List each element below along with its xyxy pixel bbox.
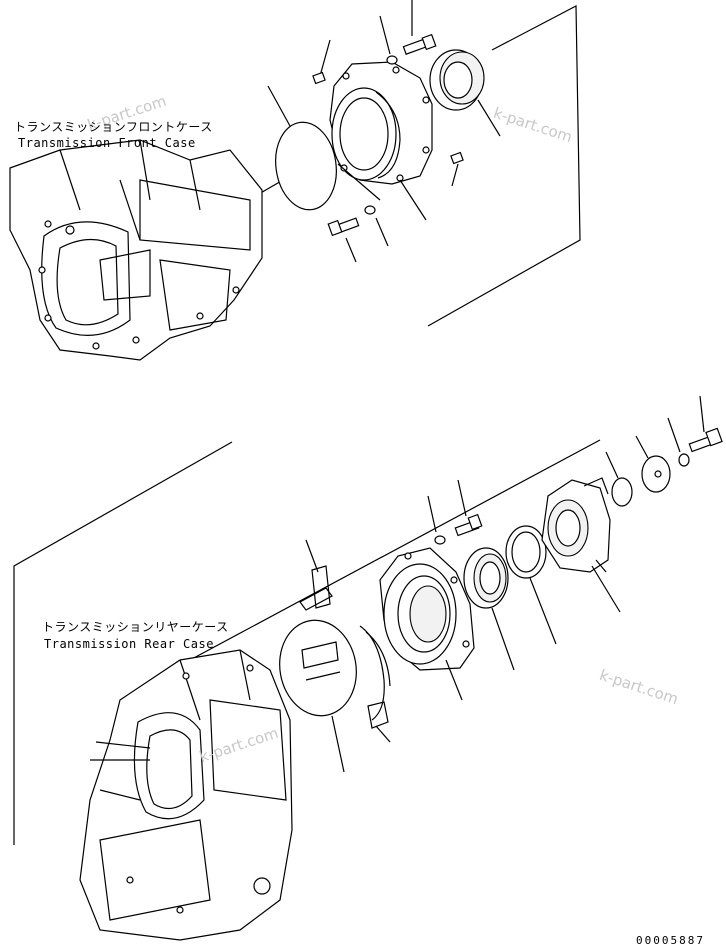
bearing [463,547,509,609]
transmission-rear-case [79,649,293,941]
dowel-pin-right [450,151,464,165]
coupling-yoke [541,477,611,573]
oil-seal [505,525,547,579]
dowel-pin-top [312,71,326,85]
drawing-number: 00005887 [636,934,705,947]
rear-case-assembly [13,395,723,941]
o-ring [275,121,337,211]
front-case-label-jp: トランスミッションフロントケース [14,120,213,134]
clip-set [299,565,391,729]
washer-rear [434,535,446,545]
front-cover-housing [329,61,433,185]
bolt-top [402,33,437,55]
rear-case-label-en: Transmission Rear Case [44,637,214,651]
bolt-rear [454,513,483,537]
front-case-label-en: Transmission Front Case [18,136,196,150]
front-case-assembly [9,0,581,361]
washer-end [678,453,690,467]
rear-gasket-plate [279,619,357,717]
washer-top [386,55,398,65]
plate-washer [641,455,671,493]
washer-bottom [364,205,376,215]
transmission-front-case [9,139,263,361]
rear-cover-housing [379,547,475,671]
bolt-end [688,427,723,453]
seal-ring [429,49,485,111]
rear-case-label-jp: トランスミッションリヤーケース [42,620,229,634]
o-ring-rear [611,477,633,507]
bolt-bottom [327,217,360,237]
